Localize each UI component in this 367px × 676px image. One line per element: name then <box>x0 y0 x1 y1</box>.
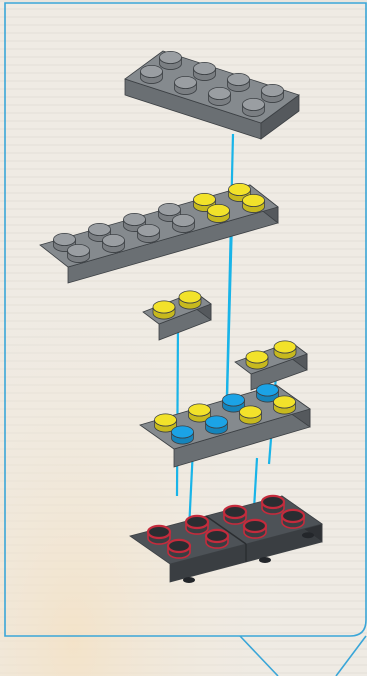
stud-top <box>102 233 125 247</box>
stud-yellow <box>273 340 297 360</box>
stud-gray <box>137 223 160 243</box>
stud-gray <box>140 64 163 84</box>
stud-red <box>184 514 210 535</box>
stud-gray <box>227 72 250 92</box>
stud-gray <box>242 97 265 117</box>
stud-gray <box>67 243 90 263</box>
stud-yellow <box>245 350 269 370</box>
plate-seam <box>205 515 247 545</box>
stud-top <box>204 528 230 544</box>
plate-foot <box>302 532 314 539</box>
stud-blue <box>171 425 194 445</box>
stud-red <box>166 538 192 559</box>
stud-gray <box>172 213 195 233</box>
stud-red <box>260 494 286 515</box>
stud-top <box>273 395 296 409</box>
stud-top <box>158 202 181 216</box>
stud-gray <box>174 75 197 95</box>
stud-top <box>239 405 262 419</box>
stud-top <box>88 222 111 236</box>
stud-yellow <box>152 300 176 320</box>
stud-yellow <box>273 395 296 415</box>
stud-top <box>193 192 216 206</box>
stud-top <box>166 538 192 554</box>
stud-red <box>146 524 172 545</box>
connector-line <box>175 319 180 497</box>
stud-yellow <box>207 203 230 223</box>
stud-red <box>280 508 306 529</box>
stud-top <box>171 425 194 439</box>
stud-yellow <box>188 403 211 423</box>
stud-top <box>242 193 265 207</box>
stud-top <box>178 290 202 304</box>
stud-top <box>152 300 176 314</box>
stud-red <box>242 518 268 539</box>
stud-top <box>207 203 230 217</box>
stud-red <box>204 528 230 549</box>
stud-top <box>208 86 231 100</box>
small-plate-1x2-right <box>234 340 308 391</box>
base-plates-2x2-pair <box>129 494 323 583</box>
stud-top <box>193 61 216 75</box>
stud-top <box>242 518 268 534</box>
stud-top <box>137 223 160 237</box>
stud-top <box>154 413 177 427</box>
stud-top <box>273 340 297 354</box>
stud-yellow <box>154 413 177 433</box>
plate-foot <box>259 557 271 563</box>
stud-top <box>205 415 228 429</box>
panel-notch <box>239 635 367 676</box>
stud-top <box>123 212 146 226</box>
stud-blue <box>256 383 279 403</box>
top-plate-2x4 <box>124 50 300 140</box>
stud-top <box>67 243 90 257</box>
stud-top <box>227 72 250 86</box>
stud-top <box>222 504 248 520</box>
stud-top <box>260 494 286 510</box>
stud-top <box>174 75 197 89</box>
stud-top <box>245 350 269 364</box>
stud-yellow <box>239 405 262 425</box>
small-plate-1x2-left <box>142 290 212 341</box>
stud-top <box>242 97 265 111</box>
stud-top <box>256 383 279 397</box>
pieces <box>39 50 323 583</box>
stud-gray <box>208 86 231 106</box>
stud-top <box>184 514 210 530</box>
stud-top <box>53 232 76 246</box>
stud-top <box>159 51 182 64</box>
stud-red <box>222 504 248 525</box>
plate-foot <box>183 577 195 583</box>
stud-yellow <box>242 193 265 213</box>
stud-blue <box>222 393 245 413</box>
stud-gray <box>261 83 284 103</box>
stud-blue <box>205 415 228 435</box>
stud-gray <box>159 51 182 70</box>
stud-yellow <box>178 290 202 310</box>
stud-top <box>172 213 195 227</box>
instruction-panel-border <box>4 2 367 637</box>
stud-top <box>280 508 306 524</box>
stud-top <box>261 83 284 97</box>
middle-plate-2x4 <box>139 383 311 468</box>
stud-gray <box>102 233 125 253</box>
stud-top <box>146 524 172 540</box>
stud-top <box>188 403 211 417</box>
stud-gray <box>193 61 216 81</box>
stud-top <box>228 182 251 196</box>
stud-top <box>140 64 163 78</box>
long-plate-2x6 <box>39 182 279 284</box>
stud-top <box>222 393 245 407</box>
